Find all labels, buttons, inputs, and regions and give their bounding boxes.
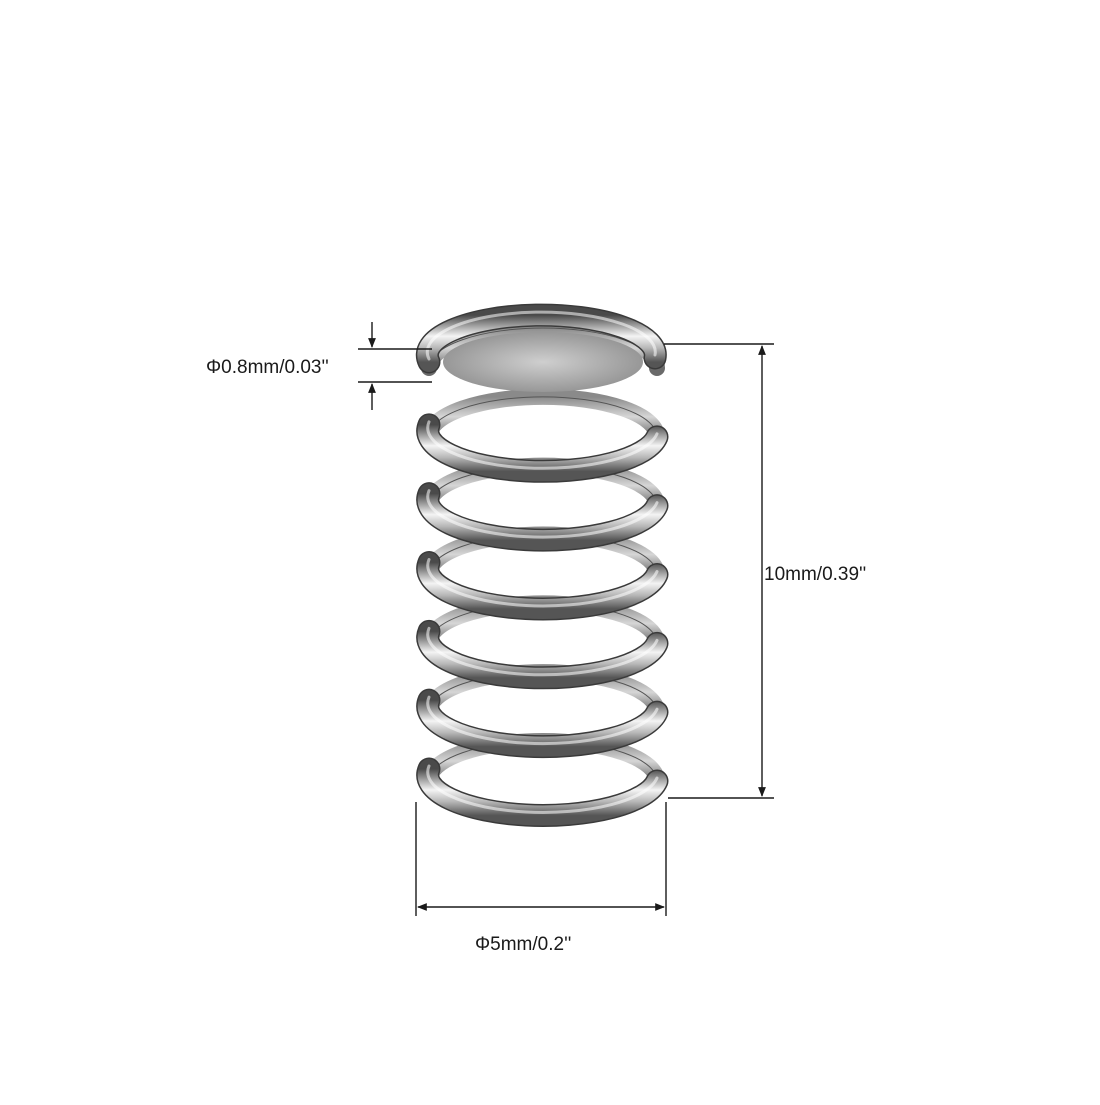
spring-coil-front xyxy=(417,690,667,757)
spring-coil-front xyxy=(417,552,667,619)
spring-coil-front xyxy=(417,483,667,551)
spring-top-opening xyxy=(443,332,643,392)
spring-coil-front xyxy=(417,621,667,688)
spring-coil-highlight xyxy=(426,764,659,814)
spring-coil-highlight xyxy=(426,558,659,608)
length-label: 10mm/0.39'' xyxy=(764,564,867,585)
spring-coil-back-edge xyxy=(428,396,658,437)
spring-coil-front xyxy=(417,759,667,826)
spring-image xyxy=(415,303,669,827)
spring-coil-highlight xyxy=(425,310,657,361)
spring-coil-front xyxy=(417,414,667,482)
spring-coil-highlight xyxy=(426,489,659,539)
spring-coil-highlight xyxy=(426,626,659,677)
spring-coil-highlight xyxy=(426,420,659,470)
length-dimension xyxy=(664,343,774,799)
outer-diameter-dimension xyxy=(415,802,667,916)
wire-diameter-dimension xyxy=(358,322,432,410)
spring-coil-highlight xyxy=(426,695,659,746)
spring-coil-back xyxy=(421,388,665,445)
wire-diameter-label: Φ0.8mm/0.03'' xyxy=(206,357,329,378)
outer-diameter-label: Φ5mm/0.2'' xyxy=(475,934,572,955)
spring-coil-front xyxy=(417,305,666,372)
